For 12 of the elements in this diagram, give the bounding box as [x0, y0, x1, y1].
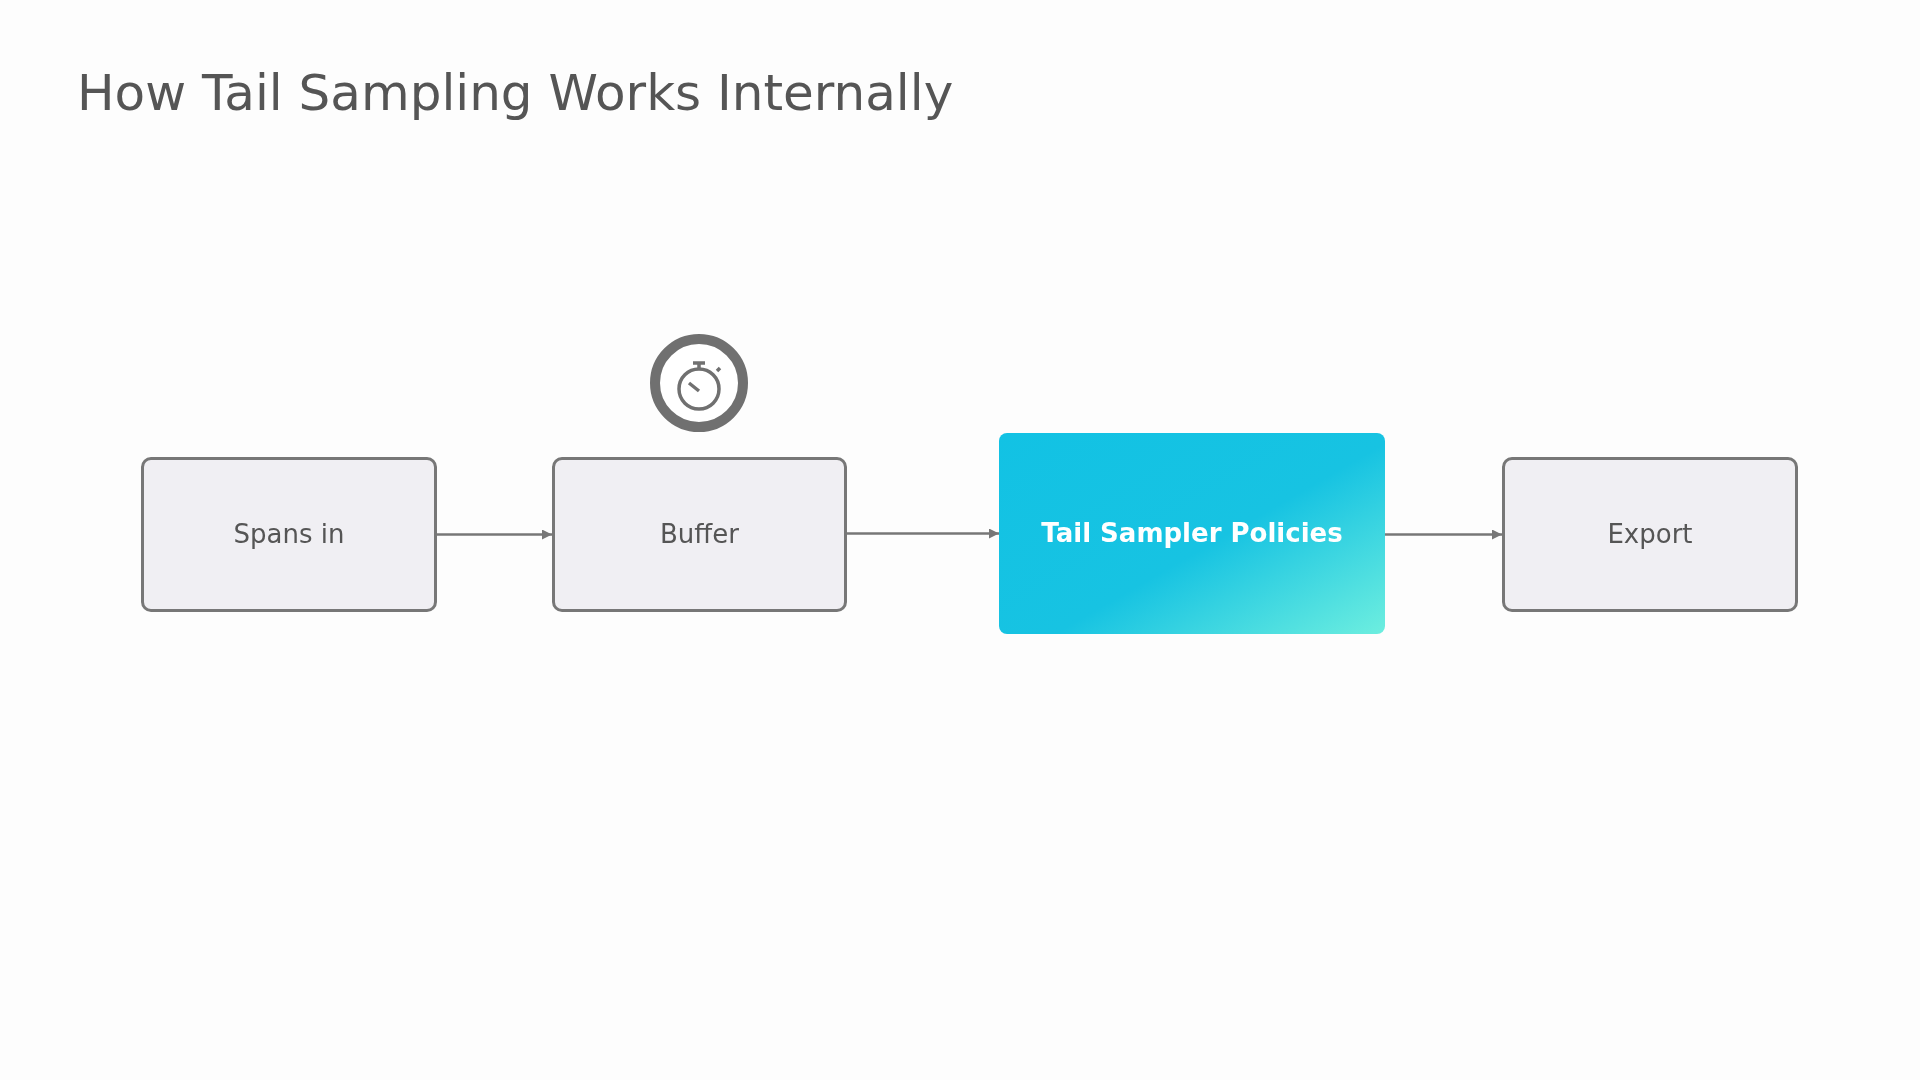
process-box	[1502, 457, 1798, 612]
box-label: Export	[1607, 517, 1693, 551]
slide-title: How Tail Sampling Works Internally	[77, 64, 954, 122]
arrow	[847, 528, 999, 539]
arrow	[437, 529, 552, 540]
process-box	[552, 457, 847, 612]
box-label: Spans in	[233, 517, 345, 551]
highlighted-process-box	[999, 433, 1385, 634]
process-box	[141, 457, 437, 612]
box-label: Buffer	[660, 517, 739, 551]
arrow	[1385, 529, 1502, 540]
box-label: Tail Sampler Policies	[1041, 516, 1343, 550]
